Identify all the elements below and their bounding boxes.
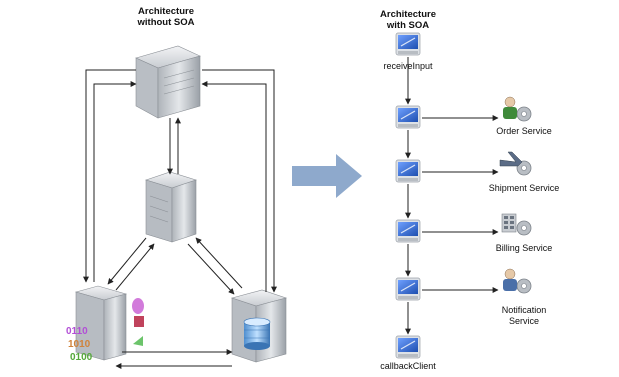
transition-arrow-icon [292, 154, 362, 198]
database-server-icon [230, 289, 288, 363]
process-step-monitor-icon [395, 219, 421, 243]
service-label-order: Order Service [496, 126, 552, 136]
callback-client-monitor-icon [395, 335, 421, 359]
receive-input-monitor-icon [395, 32, 421, 56]
billing-service-icon [501, 213, 532, 236]
bottom-left-server-icon [74, 285, 128, 361]
step-label-callback-client: callbackClient [380, 361, 436, 371]
top-server-icon [135, 45, 201, 119]
right-title: Architecture with SOA [380, 9, 436, 31]
notification-service-icon [503, 268, 532, 294]
service-label-shipment: Shipment Service [488, 183, 560, 193]
middle-server-icon [145, 171, 197, 243]
service-label-billing: Billing Service [495, 243, 553, 253]
shapes-icon [132, 298, 144, 346]
svg-text:0110: 0110 [66, 326, 88, 337]
shipment-service-icon [499, 151, 532, 176]
left-connections [83, 69, 277, 369]
left-title: Architecture without SOA [137, 6, 195, 28]
svg-text:1010: 1010 [68, 339, 91, 350]
step-label-receive-input: receiveInput [383, 61, 433, 71]
svg-text:0100: 0100 [70, 352, 93, 363]
soa-flow [395, 32, 532, 359]
process-step-monitor-icon [395, 277, 421, 301]
binary-data-icon: 0110 1010 0100 [66, 326, 93, 363]
process-step-monitor-icon [395, 159, 421, 183]
order-service-icon [503, 96, 532, 122]
process-step-monitor-icon [395, 105, 421, 129]
service-label-notification: Notification Service [501, 305, 547, 326]
